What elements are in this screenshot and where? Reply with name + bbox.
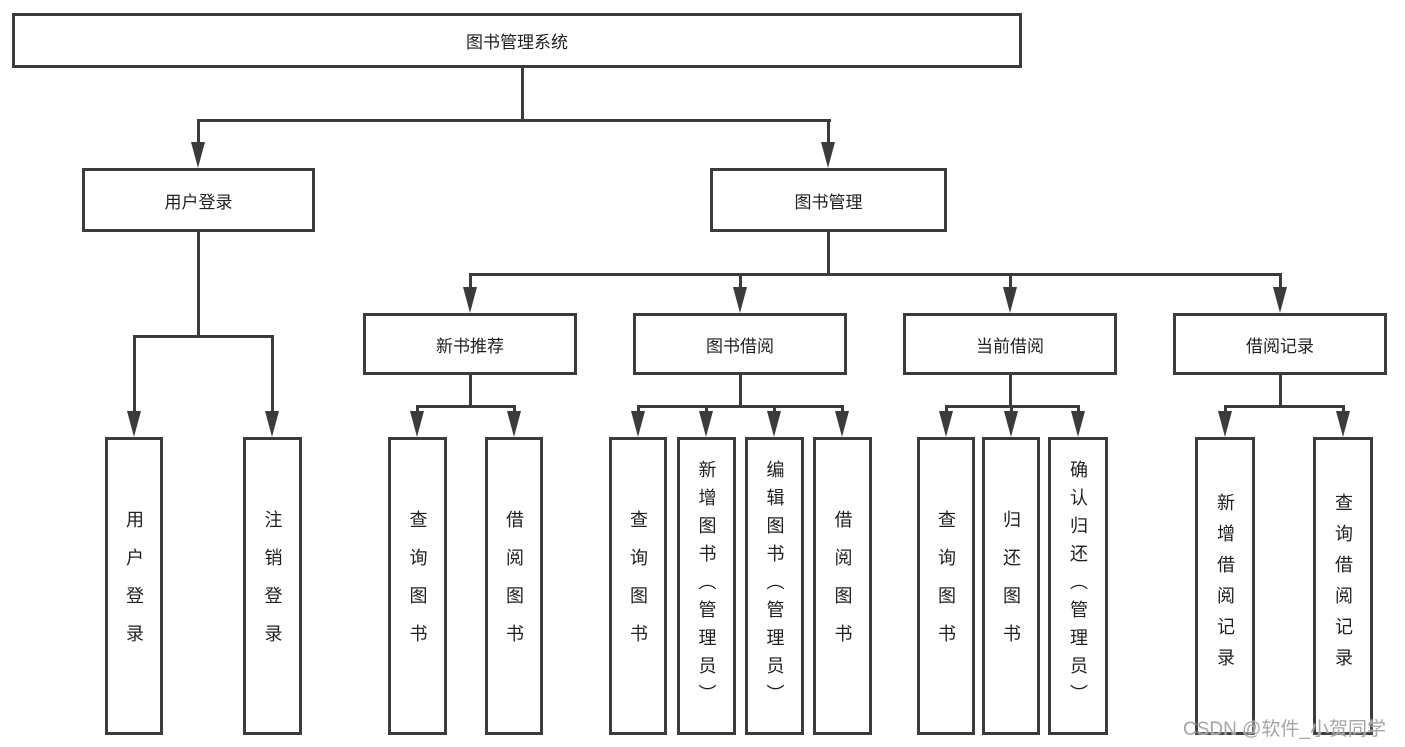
arrow-to-book-management	[821, 142, 835, 168]
watermark: CSDN @软件_小贺同学	[1183, 719, 1386, 740]
leaf-query-books-borrowing: 查询图书	[609, 437, 667, 735]
connector-to-book-borrow	[739, 273, 742, 291]
arrow-nb-leaf1	[410, 411, 424, 437]
connector-book-management-bus	[469, 273, 1282, 276]
connector-book-management-stub	[827, 229, 830, 275]
arrow-cb-leaf2	[1004, 411, 1018, 437]
leaf-confirm-return-admin: 确认归还（管理员）	[1048, 437, 1108, 735]
node-new-book-recommend-label: 新书推荐	[436, 336, 504, 356]
connector-to-current-borrow	[1009, 273, 1012, 291]
connector-cb-leaf3	[1077, 405, 1080, 415]
leaf-user-login-label: 用户登录	[124, 510, 144, 662]
connector-bb-leaf3	[773, 405, 776, 415]
arrow-to-borrow-record	[1273, 287, 1287, 313]
arrow-br-leaf2	[1336, 411, 1350, 437]
connector-user-login-bus	[133, 335, 274, 338]
node-user-login: 用户登录	[82, 168, 315, 232]
connector-current-borrow-stub	[1009, 372, 1012, 407]
node-user-login-label: 用户登录	[164, 192, 233, 212]
node-root: 图书管理系统	[12, 13, 1022, 68]
arrow-bb-leaf2	[699, 411, 713, 437]
arrow-br-leaf1	[1218, 411, 1232, 437]
node-new-book-recommend: 新书推荐	[363, 313, 577, 375]
node-current-borrowing: 当前借阅	[903, 313, 1117, 375]
node-book-borrowing-label: 图书借阅	[706, 336, 774, 356]
connector-book-borrow-stub	[739, 372, 742, 407]
connector-new-book-bus	[416, 405, 516, 408]
arrow-to-user-login	[191, 142, 205, 168]
connector-bb-leaf1	[637, 405, 640, 415]
connector-root-stub	[521, 66, 524, 121]
node-book-management-label: 图书管理	[794, 192, 863, 212]
connector-to-borrow-record	[1279, 273, 1282, 291]
arrow-cb-leaf1	[939, 411, 953, 437]
leaf-query-books-current-label: 查询图书	[936, 510, 956, 662]
leaf-add-books-admin-label: 新增图书（管理员）	[696, 460, 717, 712]
leaf-query-books-current: 查询图书	[917, 437, 975, 735]
connector-bb-leaf2	[705, 405, 708, 415]
arrow-nb-leaf2	[507, 411, 521, 437]
leaf-edit-books-admin: 编辑图书（管理员）	[745, 437, 804, 735]
node-root-label: 图书管理系统	[466, 33, 568, 52]
node-book-borrowing: 图书借阅	[633, 313, 847, 375]
leaf-borrow-books-borrowing: 借阅图书	[813, 437, 872, 735]
arrow-to-leaf-user-login	[127, 411, 141, 437]
connector-nb-leaf1	[416, 405, 419, 415]
connector-root-to-book-management	[827, 119, 830, 146]
arrow-cb-leaf3	[1071, 411, 1085, 437]
arrow-to-current-borrow	[1003, 287, 1017, 313]
leaf-query-borrow-record: 查询借阅记录	[1313, 437, 1373, 735]
leaf-query-books-borrowing-label: 查询图书	[628, 510, 648, 662]
connector-new-book-stub	[469, 372, 472, 407]
leaf-borrow-books-recommend-label: 借阅图书	[504, 510, 524, 662]
leaf-edit-books-admin-label: 编辑图书（管理员）	[764, 460, 785, 712]
connector-br-leaf1	[1224, 405, 1227, 415]
leaf-return-books-label: 归还图书	[1001, 510, 1021, 662]
connector-cb-leaf2	[1010, 405, 1013, 415]
connector-root-to-user-login	[197, 119, 200, 146]
connector-root-bus	[197, 119, 831, 122]
leaf-confirm-return-admin-label: 确认归还（管理员）	[1068, 460, 1088, 712]
connector-borrow-record-stub	[1279, 372, 1282, 407]
leaf-borrow-books-recommend: 借阅图书	[485, 437, 543, 735]
node-current-borrowing-label: 当前借阅	[976, 336, 1044, 356]
node-borrowing-records: 借阅记录	[1173, 313, 1387, 375]
leaf-add-books-admin: 新增图书（管理员）	[677, 437, 736, 735]
leaf-logout-login-label: 注销登录	[262, 510, 283, 662]
leaf-query-books-recommend: 查询图书	[388, 437, 447, 735]
connector-to-new-book	[469, 273, 472, 291]
leaf-query-borrow-record-label: 查询借阅记录	[1333, 493, 1353, 679]
connector-to-leaf-user-login	[133, 335, 136, 415]
node-borrowing-records-label: 借阅记录	[1246, 336, 1314, 356]
arrow-bb-leaf1	[631, 411, 645, 437]
leaf-query-books-recommend-label: 查询图书	[407, 510, 428, 662]
connector-book-borrow-bus	[637, 405, 844, 408]
arrow-bb-leaf4	[835, 411, 849, 437]
connector-to-leaf-logout	[271, 335, 274, 415]
arrow-to-leaf-logout	[265, 411, 279, 437]
connector-borrow-record-bus	[1224, 405, 1345, 408]
leaf-logout-login: 注销登录	[243, 437, 302, 735]
connector-user-login-stub	[197, 229, 200, 337]
connector-nb-leaf2	[513, 405, 516, 415]
leaf-add-borrow-record-label: 新增借阅记录	[1215, 493, 1235, 679]
arrow-to-book-borrow	[733, 287, 747, 313]
connector-cb-leaf1	[945, 405, 948, 415]
leaf-return-books: 归还图书	[982, 437, 1040, 735]
leaf-user-login: 用户登录	[105, 437, 163, 735]
arrow-bb-leaf3	[767, 411, 781, 437]
connector-bb-leaf4	[841, 405, 844, 415]
leaf-borrow-books-borrowing-label: 借阅图书	[832, 510, 853, 662]
arrow-to-new-book	[463, 287, 477, 313]
leaf-add-borrow-record: 新增借阅记录	[1195, 437, 1255, 735]
connector-br-leaf2	[1342, 405, 1345, 415]
node-book-management: 图书管理	[710, 168, 947, 232]
